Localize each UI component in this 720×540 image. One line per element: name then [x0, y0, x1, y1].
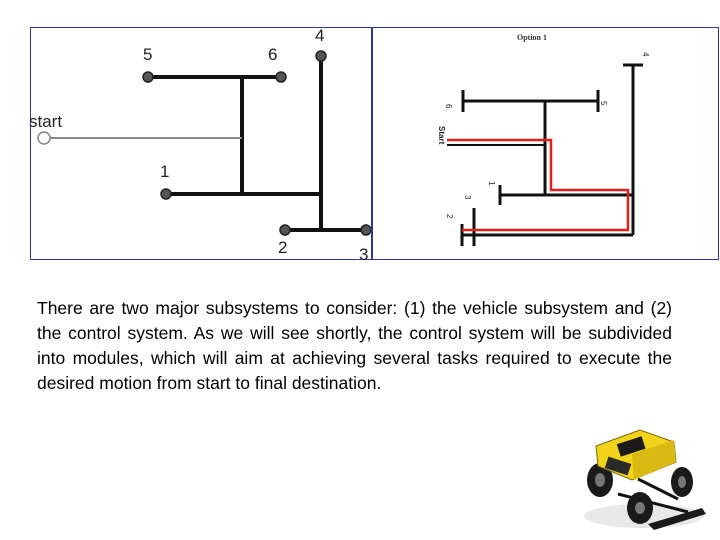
label-node-6-right: 6 [444, 104, 453, 109]
label-node-4: 4 [315, 26, 324, 45]
label-node-4-right: 4 [641, 52, 650, 57]
caption-text: There are two major subsystems to consid… [37, 298, 672, 393]
label-node-start: start [29, 112, 62, 131]
label-node-start-right: Start [437, 126, 446, 145]
left-track-diagram [30, 27, 371, 260]
node-start [37, 131, 51, 145]
robot-car-icon [584, 429, 706, 530]
label-node-1: 1 [160, 162, 169, 181]
node-2 [279, 224, 291, 236]
right-track-svg: Option 1 4 6 5 Start 1 3 2 [437, 33, 650, 246]
left-track-svg: 5 6 4 start 1 2 3 [29, 26, 372, 264]
label-node-1-right: 1 [487, 181, 496, 186]
label-node-2: 2 [278, 238, 287, 257]
node-1 [160, 188, 172, 200]
label-node-5-right: 5 [599, 101, 608, 106]
node-6 [275, 71, 287, 83]
label-node-2-right: 2 [445, 214, 454, 219]
label-node-3-right: 3 [463, 195, 472, 200]
right-diagram-title: Option 1 [517, 33, 547, 42]
node-4 [315, 50, 327, 62]
node-5 [142, 71, 154, 83]
label-node-5: 5 [143, 45, 152, 64]
label-node-3: 3 [359, 245, 368, 264]
label-node-6: 6 [268, 45, 277, 64]
route-option-1 [447, 138, 630, 232]
